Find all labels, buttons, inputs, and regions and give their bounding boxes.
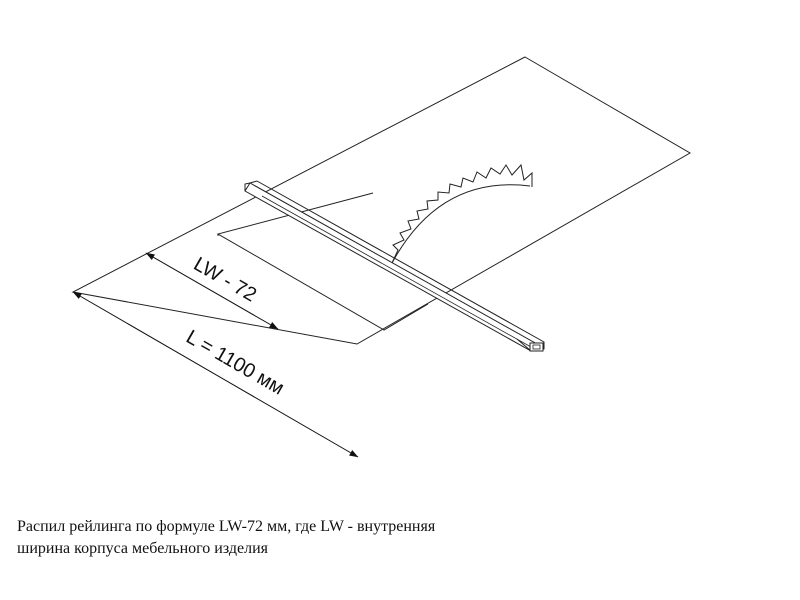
dimension-label-total: L = 1100 мм <box>182 326 288 400</box>
dimension-line-total <box>72 291 359 458</box>
caption: Распил рейлинга по формуле LW-72 мм, где… <box>17 516 577 560</box>
caption-line-2: ширина корпуса мебельного изделия <box>17 540 269 557</box>
saw-blade <box>391 163 533 264</box>
caption-line-1: Распил рейлинга по формуле LW-72 мм, где… <box>17 518 436 535</box>
workpiece-outline <box>216 192 429 331</box>
extension-line-total <box>357 344 358 457</box>
railing-bar <box>244 180 545 352</box>
saw-table-outline <box>71 56 691 345</box>
saw-cutting-diagram: LW - 72 L = 1100 мм <box>71 56 691 458</box>
saw-blade-inner-arc <box>391 184 531 264</box>
